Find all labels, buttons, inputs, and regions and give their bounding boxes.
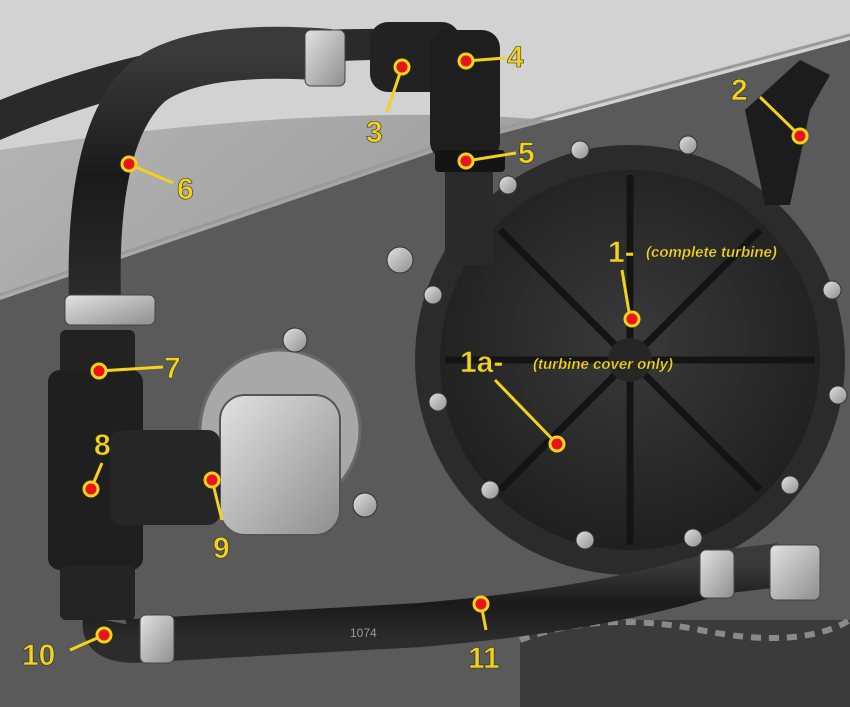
label-7: 7	[164, 352, 181, 385]
hose-marking: 1074	[350, 626, 377, 640]
upper-hose	[68, 26, 332, 301]
label-10: 10	[22, 639, 55, 672]
label-5: 5	[518, 137, 535, 170]
label-9: 9	[213, 532, 230, 565]
marker-dot-3	[393, 58, 411, 76]
tee-branch	[110, 430, 220, 525]
lower-coupling	[60, 565, 135, 620]
cover-bolts	[423, 135, 848, 550]
panel-bolt	[352, 492, 378, 518]
marker-dot-7	[90, 362, 108, 380]
label-1-note: (complete turbine)	[646, 244, 777, 261]
turbine-handle	[745, 60, 830, 205]
marker-dot-1	[623, 310, 641, 328]
marker-dots	[82, 52, 809, 644]
hose-clamp	[139, 614, 175, 664]
filter-body	[219, 394, 341, 536]
marker-dot-11	[472, 595, 490, 613]
marker-dot-8	[82, 480, 100, 498]
hose-clamp	[64, 294, 156, 326]
marker-dot-2	[791, 127, 809, 145]
label-1: 1-	[608, 236, 635, 269]
elbow-fitting-vertical	[430, 30, 500, 160]
label-8: 8	[94, 429, 111, 462]
marker-dot-4	[457, 52, 475, 70]
lower-hose	[82, 543, 783, 663]
marker-dot-6	[120, 155, 138, 173]
marker-dot-1a	[548, 435, 566, 453]
label-1a: 1a-	[460, 346, 503, 379]
panel-bolt	[282, 327, 308, 353]
label-4: 4	[507, 41, 524, 74]
riser-pipe	[445, 155, 493, 265]
turbine-hub	[608, 338, 652, 382]
hose-clamp	[304, 29, 346, 87]
tire-tread	[518, 617, 850, 643]
marker-dot-5	[457, 152, 475, 170]
label-6: 6	[177, 173, 194, 206]
marker-dot-9	[203, 471, 221, 489]
coupling	[60, 330, 135, 375]
marker-dot-10	[95, 626, 113, 644]
hose-clamp	[699, 549, 735, 599]
label-1a-note: (turbine cover only)	[533, 356, 673, 373]
wheel	[520, 620, 850, 707]
label-2: 2	[731, 74, 748, 107]
callout-labels: 1- (complete turbine) 1a- (turbine cover…	[22, 41, 777, 676]
cover-ribs	[445, 175, 815, 545]
label-3: 3	[366, 116, 383, 149]
hose-fitting	[769, 544, 821, 601]
panel-bolt	[386, 246, 414, 274]
label-11: 11	[468, 642, 500, 675]
